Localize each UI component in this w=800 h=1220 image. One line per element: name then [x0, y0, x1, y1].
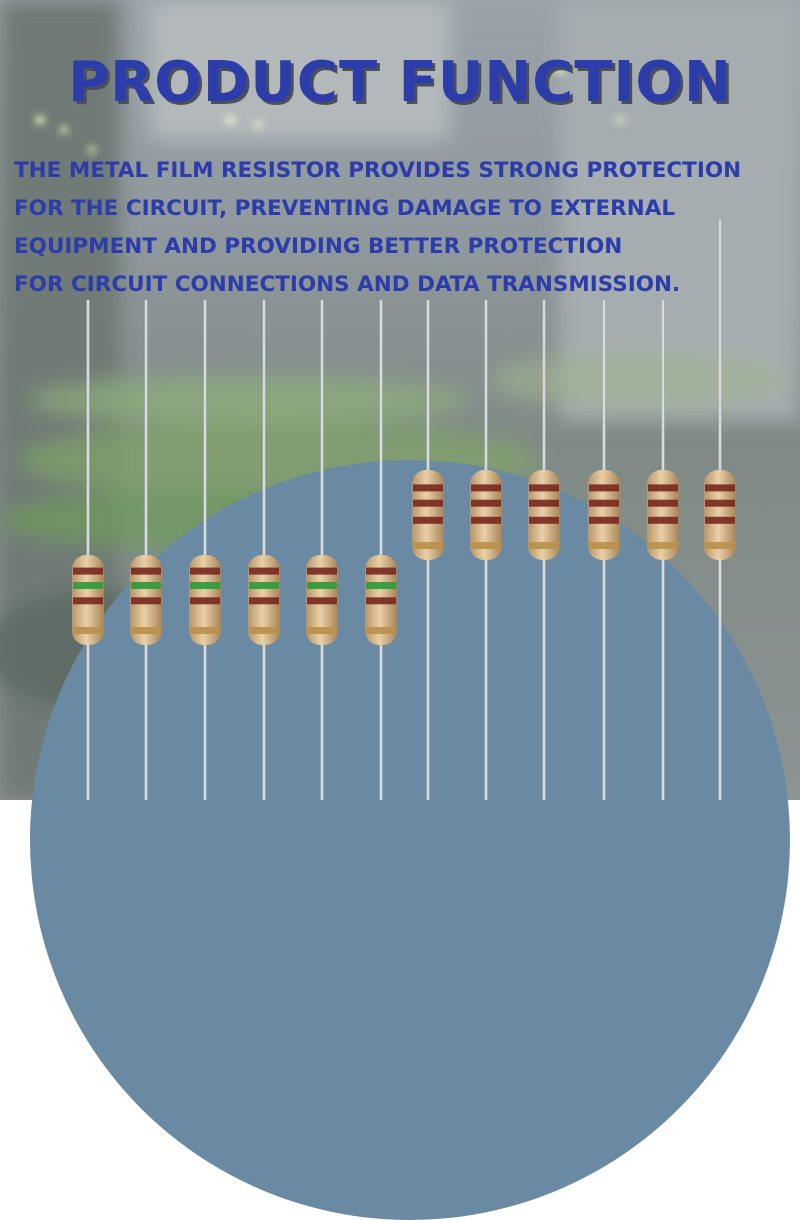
- resistor-band: [529, 542, 559, 549]
- resistor-band: [190, 627, 220, 634]
- resistor-5: [306, 300, 338, 800]
- resistor-band: [471, 499, 501, 507]
- description-line-3: EQUIPMENT AND PROVIDING BETTER PROTECTIO…: [14, 234, 623, 259]
- resistor-band: [589, 484, 619, 492]
- resistor-3: [189, 300, 221, 800]
- resistor-band: [529, 499, 559, 507]
- resistor-band: [705, 499, 735, 507]
- resistor-band: [73, 582, 103, 589]
- resistor-band: [705, 542, 735, 549]
- resistor-band: [366, 627, 396, 634]
- resistor-band: [190, 567, 220, 575]
- resistor-band: [471, 484, 501, 492]
- resistor-lead: [320, 300, 324, 800]
- resistor-band: [471, 516, 501, 524]
- resistor-body: [647, 470, 679, 560]
- resistor-band: [589, 516, 619, 524]
- resistor-band: [307, 567, 337, 575]
- resistor-band: [366, 567, 396, 575]
- resistor-band: [471, 542, 501, 549]
- resistor-band: [249, 567, 279, 575]
- resistor-band: [131, 597, 161, 605]
- description-line-2: FOR THE CIRCUIT, PREVENTING DAMAGE TO EX…: [14, 196, 676, 221]
- resistor-lead: [262, 300, 266, 800]
- resistor-band: [529, 516, 559, 524]
- resistor-band: [705, 516, 735, 524]
- resistor-band: [413, 516, 443, 524]
- resistor-band: [249, 582, 279, 589]
- resistor-group: [72, 220, 736, 800]
- resistor-body: [412, 470, 444, 560]
- resistor-11: [647, 300, 679, 800]
- resistor-2: [130, 300, 162, 800]
- resistor-12: [704, 220, 736, 800]
- resistor-band: [589, 542, 619, 549]
- resistor-band: [131, 582, 161, 589]
- resistor-band: [307, 597, 337, 605]
- resistor-1: [72, 300, 104, 800]
- resistor-band: [705, 484, 735, 492]
- resistor-band: [413, 542, 443, 549]
- resistor-10: [588, 300, 620, 800]
- resistor-lead: [203, 300, 207, 800]
- resistor-band: [131, 627, 161, 634]
- resistor-band: [190, 597, 220, 605]
- page-title: PRODUCT FUNCTION: [68, 50, 732, 115]
- resistor-band: [249, 627, 279, 634]
- resistor-band: [648, 484, 678, 492]
- description-line-4: FOR CIRCUIT CONNECTIONS AND DATA TRANSMI…: [14, 272, 681, 297]
- product-description: THE METAL FILM RESISTOR PROVIDES STRONG …: [14, 152, 794, 304]
- resistor-body: [704, 470, 736, 560]
- resistor-band: [307, 627, 337, 634]
- resistor-band: [529, 484, 559, 492]
- resistor-band: [249, 597, 279, 605]
- resistor-body: [528, 470, 560, 560]
- resistor-band: [648, 542, 678, 549]
- resistor-band: [366, 582, 396, 589]
- resistor-band: [366, 597, 396, 605]
- resistor-lead: [379, 300, 383, 800]
- resistor-9: [528, 300, 560, 800]
- resistor-body: [470, 470, 502, 560]
- resistor-band: [190, 582, 220, 589]
- resistor-band: [73, 627, 103, 634]
- resistor-band: [648, 516, 678, 524]
- resistor-lead: [144, 300, 148, 800]
- resistor-4: [248, 300, 280, 800]
- resistor-band: [413, 499, 443, 507]
- description-line-1: THE METAL FILM RESISTOR PROVIDES STRONG …: [14, 158, 742, 183]
- resistor-8: [470, 300, 502, 800]
- resistor-band: [73, 597, 103, 605]
- resistor-band: [589, 499, 619, 507]
- resistor-band: [413, 484, 443, 492]
- resistor-7: [412, 300, 444, 800]
- resistor-6: [365, 300, 397, 800]
- resistor-band: [648, 499, 678, 507]
- resistor-body: [588, 470, 620, 560]
- resistor-lead: [86, 300, 90, 800]
- resistor-band: [73, 567, 103, 575]
- resistor-band: [131, 567, 161, 575]
- resistor-band: [307, 582, 337, 589]
